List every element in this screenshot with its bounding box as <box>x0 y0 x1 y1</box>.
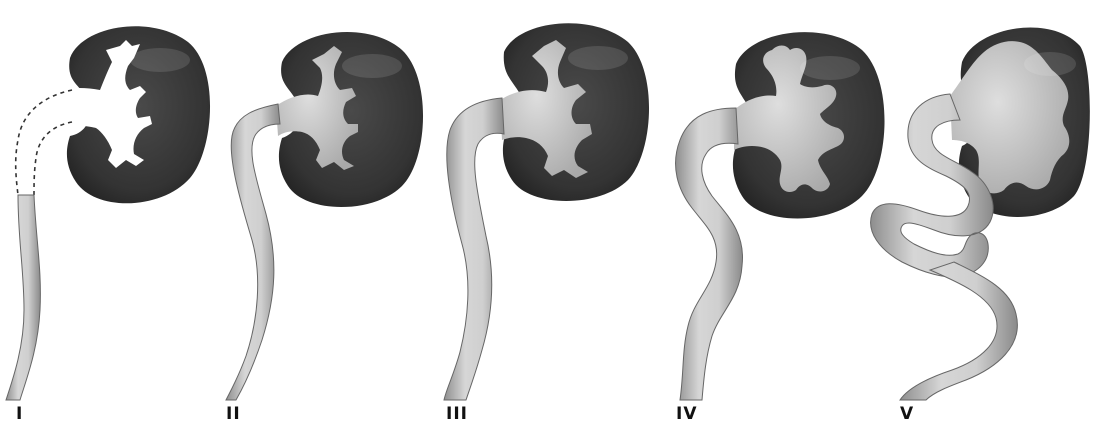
ureter-ii <box>226 104 280 400</box>
grade-label-iv: IV <box>676 404 697 424</box>
ureter-iv <box>676 108 743 400</box>
ureter-i <box>6 195 40 400</box>
grade-iii-illustration <box>444 23 649 400</box>
grade-label-v: V <box>900 404 914 424</box>
grade-ii-illustration <box>226 32 423 400</box>
grade-v-illustration <box>871 27 1090 400</box>
grade-i-illustration <box>6 26 210 400</box>
grade-iv-illustration <box>676 32 885 400</box>
grade-label-iii: III <box>446 404 468 424</box>
ureter-v-lower <box>900 262 1017 400</box>
ureter-dashed-upper-i-b <box>34 122 72 195</box>
grade-label-ii: II <box>226 404 241 424</box>
ureter-iii <box>444 98 504 400</box>
grade-label-i: I <box>16 404 23 424</box>
